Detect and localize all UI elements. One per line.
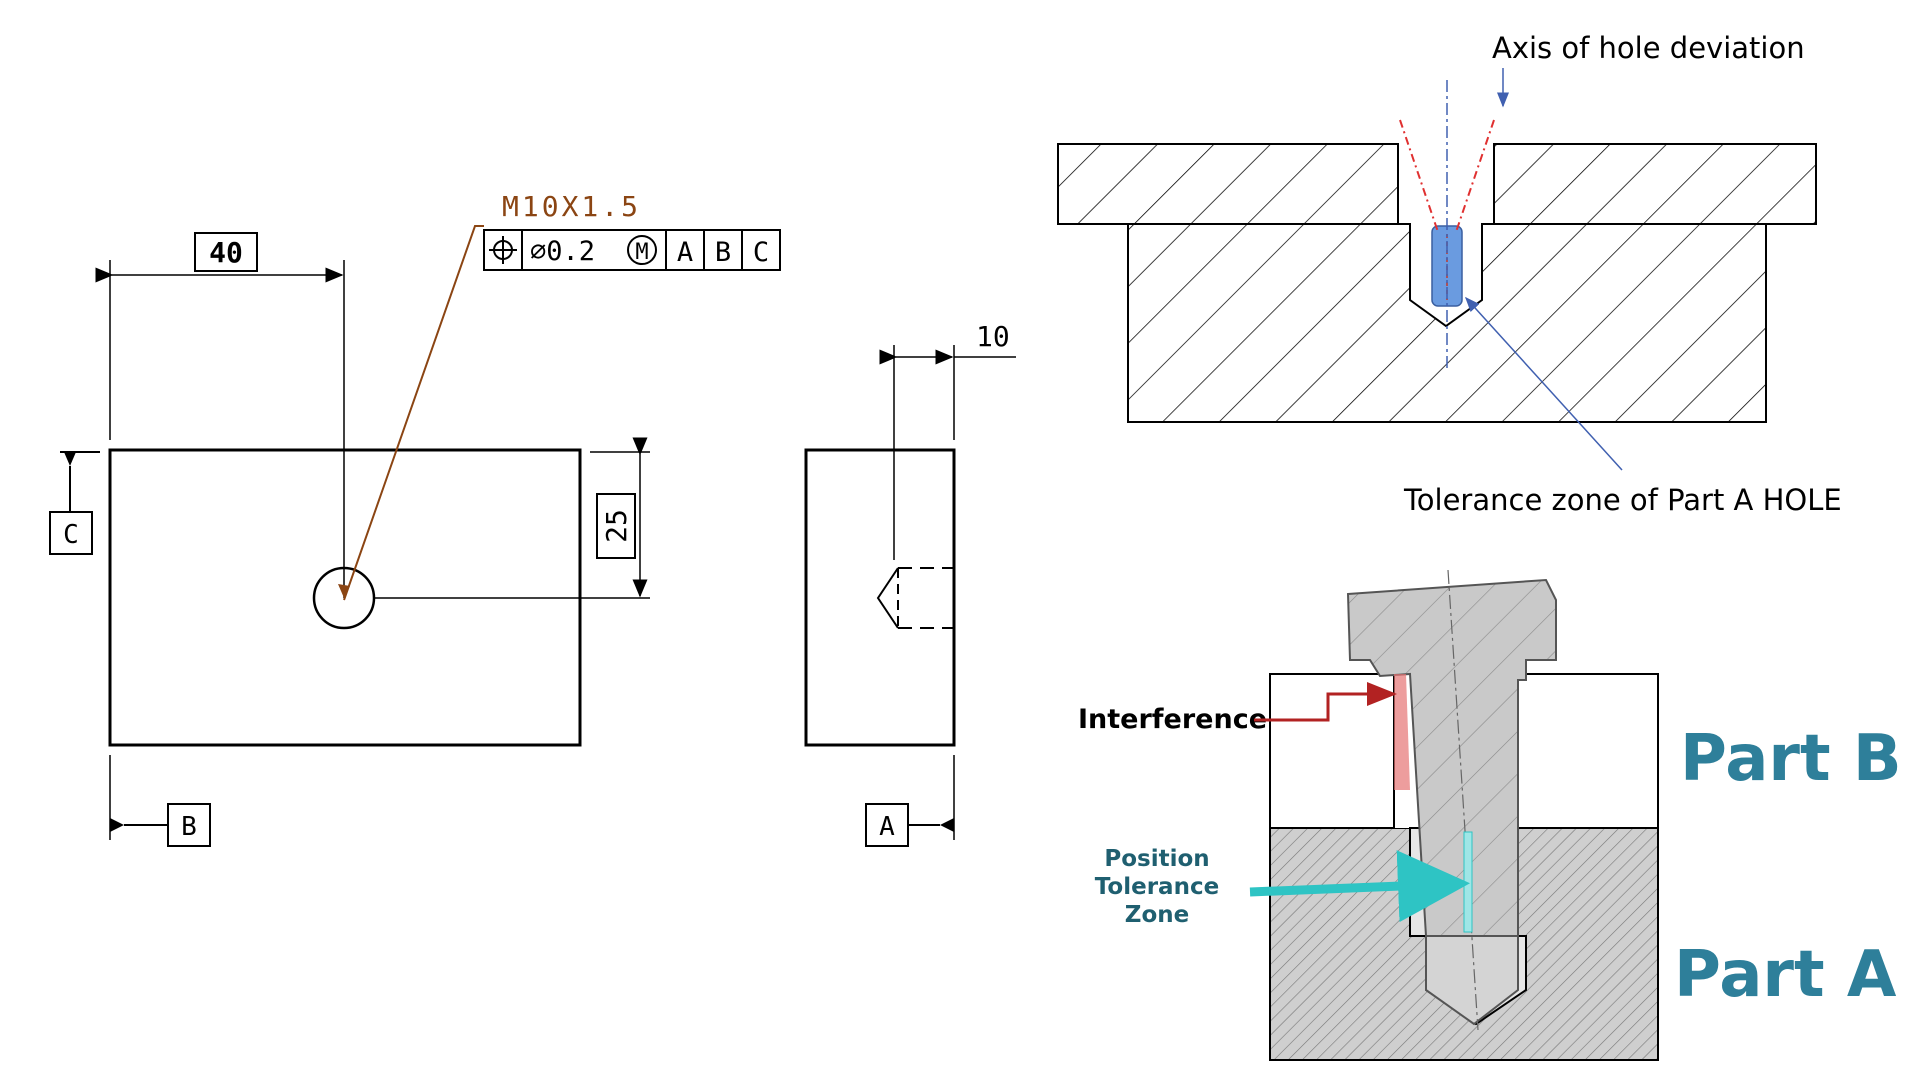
interference-leader bbox=[1254, 682, 1397, 722]
upper-plate-right bbox=[1493, 143, 1817, 225]
position-icon bbox=[489, 236, 517, 264]
datum-b-triangle bbox=[110, 818, 124, 832]
hidden-drill-point bbox=[876, 567, 899, 629]
axis-deviation-label: Axis of hole deviation bbox=[1492, 31, 1805, 65]
dimension-box-25 bbox=[596, 493, 636, 559]
ptz-label-line2: Tolerance bbox=[1095, 874, 1219, 900]
callout-leader-arrow bbox=[338, 584, 350, 598]
datum-b-label: B bbox=[181, 812, 197, 842]
fcf-datum-2: B bbox=[715, 237, 731, 268]
datum-c-triangle bbox=[64, 452, 76, 466]
datum-c-box bbox=[49, 511, 93, 555]
datum-a-triangle bbox=[940, 818, 954, 832]
bolt bbox=[1346, 578, 1557, 937]
dimension-40: 40 bbox=[209, 236, 243, 269]
datum-c-label: C bbox=[63, 520, 79, 550]
interference-label: Interference bbox=[1078, 704, 1267, 735]
part-b-label: Part B bbox=[1680, 722, 1902, 796]
datum-a-label: A bbox=[879, 812, 895, 842]
lower-block bbox=[1127, 223, 1767, 423]
bolt-assembly-section: Interference Position Tolerance Zone Par… bbox=[1078, 569, 1902, 1061]
fcf-outline bbox=[483, 229, 781, 271]
position-tolerance-zone bbox=[1463, 831, 1473, 933]
part-a-label: Part A bbox=[1674, 938, 1897, 1012]
dimension-25: 25 bbox=[600, 509, 633, 543]
upper-plate-left bbox=[1057, 143, 1399, 225]
front-view: 40 25 C B bbox=[49, 232, 650, 847]
side-view: 10 A bbox=[804, 320, 1016, 847]
datum-b-box bbox=[167, 803, 211, 847]
hole-deviation-section: Axis of hole deviation Tolerance zone of… bbox=[1057, 31, 1842, 517]
fcf-datum-3: C bbox=[753, 237, 769, 268]
dimension-10: 10 bbox=[976, 320, 1010, 353]
bolt-axis bbox=[1447, 569, 1479, 1031]
callout-leader bbox=[343, 225, 484, 601]
ptz-label-line1: Position bbox=[1104, 846, 1209, 872]
feature-control-frame: ⌀0.2 M A B C bbox=[483, 229, 781, 271]
ptz-arrow bbox=[1249, 850, 1470, 923]
tolerance-zone-label: Tolerance zone of Part A HOLE bbox=[1403, 483, 1842, 517]
fcf-tolerance: ⌀0.2 bbox=[530, 236, 595, 267]
deviation-line-left bbox=[1399, 119, 1439, 233]
thread-callout: M10X1.5 bbox=[502, 190, 641, 223]
mmc-modifier-circle bbox=[627, 235, 657, 265]
bolt-tip bbox=[1425, 935, 1519, 1026]
interference-region bbox=[1394, 674, 1410, 790]
zone-leader-arrow bbox=[1464, 296, 1623, 471]
fcf-datum-1: A bbox=[677, 237, 693, 268]
ptz-label-line3: Zone bbox=[1125, 902, 1189, 928]
fcf-modifier: M bbox=[635, 240, 648, 265]
datum-a-box bbox=[865, 803, 909, 847]
dimension-box-40 bbox=[194, 232, 258, 272]
side-view-outline bbox=[804, 448, 956, 747]
deviation-line-right bbox=[1455, 119, 1495, 233]
